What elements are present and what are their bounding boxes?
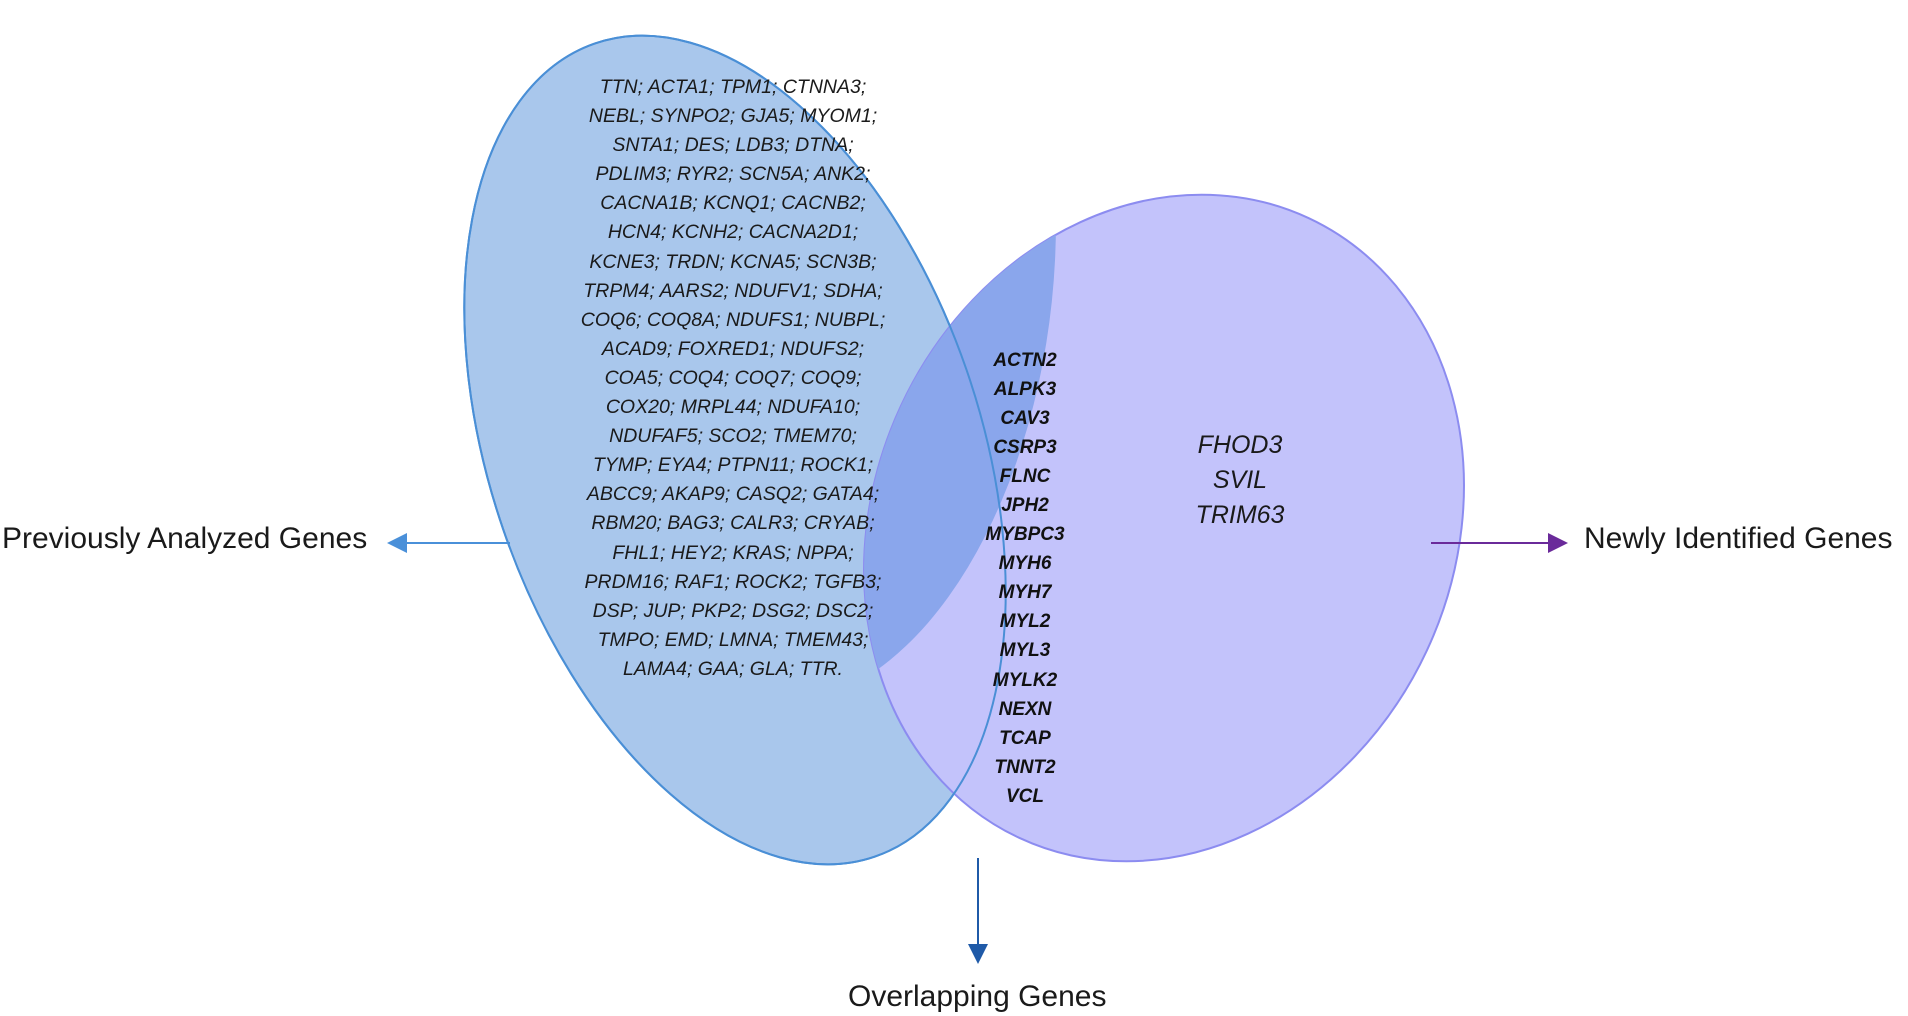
gene-line: FHL1; HEY2; KRAS; NPPA;	[612, 541, 854, 564]
gene-line: ABCC9; AKAP9; CASQ2; GATA4;	[586, 483, 880, 506]
gene-line: NDUFAF5; SCO2; TMEM70;	[609, 425, 857, 448]
gene-line: CACNA1B; KCNQ1; CACNB2;	[600, 192, 866, 215]
gene-line: TYMP; EYA4; PTPN11; ROCK1;	[592, 454, 874, 477]
overlapping-gene: NEXN	[998, 698, 1052, 720]
gene-line: SNTA1; DES; LDB3; DTNA;	[612, 134, 854, 157]
overlapping-gene: TCAP	[999, 727, 1051, 749]
gene-line: DSP; JUP; PKP2; DSG2; DSC2;	[592, 599, 874, 622]
gene-line: NEBL; SYNPO2; GJA5; MYOM1;	[588, 105, 878, 128]
overlapping-gene: JPH2	[1001, 495, 1049, 517]
overlapping-gene: MYL2	[999, 611, 1051, 633]
overlapping-gene: MYL3	[999, 640, 1051, 662]
newly-identified-gene: TRIM63	[1195, 501, 1285, 529]
overlapping-label: Overlapping Genes	[848, 980, 1107, 1013]
gene-line: KCNE3; TRDN; KCNA5; SCN3B;	[589, 250, 877, 273]
gene-line: HCN4; KCNH2; CACNA2D1;	[607, 221, 859, 244]
overlapping-gene: MYH7	[998, 582, 1052, 604]
newly-identified-gene: SVIL	[1212, 466, 1268, 494]
gene-line: ACAD9; FOXRED1; NDUFS2;	[601, 337, 865, 360]
gene-line: TRPM4; AARS2; NDUFV1; SDHA;	[583, 279, 883, 302]
gene-line: COQ6; COQ8A; NDUFS1; NUBPL;	[580, 308, 886, 331]
overlapping-gene: TNNT2	[994, 756, 1056, 778]
overlapping-gene: ALPK3	[993, 379, 1057, 401]
gene-line: COA5; COQ4; COQ7; COQ9;	[604, 366, 862, 389]
newly-identified-gene-list: FHOD3 SVIL TRIM63	[1130, 428, 1350, 533]
gene-line: RBM20; BAG3; CALR3; CRYAB;	[591, 512, 875, 535]
previously-analyzed-set-outline	[463, 34, 1007, 866]
gene-line: PDLIM3; RYR2; SCN5A; ANK2;	[595, 163, 871, 186]
gene-line: TMPO; EMD; LMNA; TMEM43;	[597, 628, 869, 651]
overlapping-gene: VCL	[1006, 785, 1044, 807]
gene-line: COX20; MRPL44; NDUFA10;	[605, 396, 861, 419]
previously-analyzed-gene-list: TTN; ACTA1; TPM1; CTNNA3; NEBL; SYNPO2; …	[548, 73, 918, 684]
overlapping-gene-list: ACTN2 ALPK3 CAV3 CSRP3 FLNC JPH2 MYBPC3 …	[950, 346, 1100, 811]
overlapping-gene: FLNC	[999, 466, 1051, 488]
overlapping-gene: ACTN2	[993, 350, 1057, 371]
overlapping-gene: CAV3	[1000, 408, 1050, 430]
overlapping-gene: CSRP3	[993, 437, 1057, 459]
gene-line: PRDM16; RAF1; ROCK2; TGFB3;	[584, 570, 882, 593]
overlapping-gene: MYBPC3	[985, 524, 1065, 546]
newly-identified-label: Newly Identified Genes	[1584, 522, 1893, 555]
overlapping-gene: MYH6	[998, 553, 1052, 575]
previously-analyzed-label: Previously Analyzed Genes	[2, 522, 368, 555]
newly-identified-gene: FHOD3	[1197, 431, 1283, 459]
gene-line: LAMA4; GAA; GLA; TTR.	[623, 657, 843, 680]
overlapping-gene: MYLK2	[992, 669, 1058, 691]
gene-line: TTN; ACTA1; TPM1; CTNNA3;	[599, 76, 867, 98]
